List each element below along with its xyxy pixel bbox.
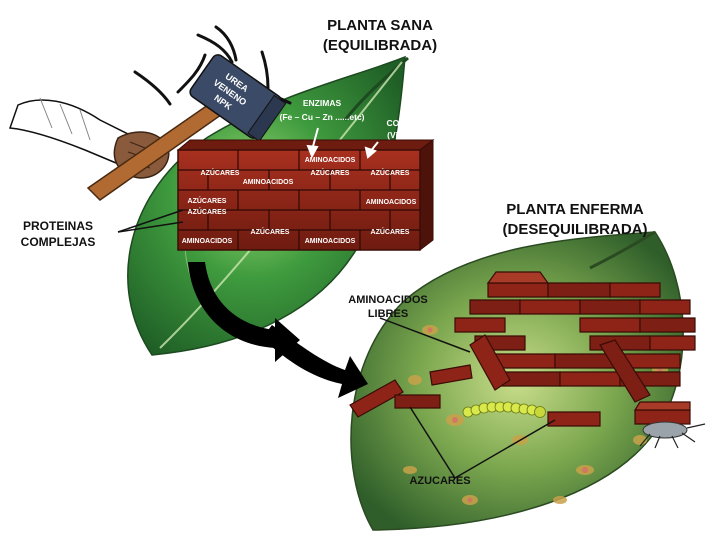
enzymes-line1: ENZIMAS: [303, 98, 342, 108]
free-amino-line1: AMINOACIDOS: [348, 294, 427, 306]
brick-label: AMINOACIDOS: [305, 238, 356, 245]
brick-label: AMINOACIDOS: [243, 179, 294, 186]
brick-label: AZÚCARES: [371, 227, 410, 236]
coenzymes-line1: COENZIMAS: [387, 118, 438, 128]
sick-title-line1: PLANTA ENFERMA: [506, 201, 644, 218]
protein-brick-wall: AMINOACIDOS AZÚCARES AZÚCARES AZÚCARES A…: [178, 140, 433, 250]
title-line2: (EQUILIBRADA): [323, 37, 437, 54]
brick-label: AMINOACIDOS: [305, 157, 356, 164]
sugars-label: AZUCARES: [409, 475, 470, 487]
enzymes-line2: (Fe – Cu – Zn ......etc): [279, 112, 364, 122]
brick-label: AZÚCARES: [371, 168, 410, 177]
brick-label: AZÚCARES: [188, 196, 227, 205]
proteins-line2: COMPLEJAS: [21, 235, 96, 249]
healthy-title: PLANTA SANA (EQUILIBRADA): [323, 17, 437, 54]
insect-icon: [640, 422, 705, 448]
brick-label: AZÚCARES: [311, 168, 350, 177]
sick-title: PLANTA ENFERMA (DESEQUILIBRADA): [503, 201, 648, 238]
brick-label: AZÚCARES: [251, 227, 290, 236]
free-amino-line2: LIBRES: [368, 308, 408, 320]
brick-label: AMINOACIDOS: [182, 238, 233, 245]
brick-label: AMINOACIDOS: [366, 199, 417, 206]
coenzymes-line2: (Vitaminas): [387, 130, 433, 140]
brick-label: AZÚCARES: [201, 168, 240, 177]
proteins-label: PROTEINAS COMPLEJAS: [21, 219, 96, 249]
brick-label: AZÚCARES: [188, 207, 227, 216]
sick-title-line2: (DESEQUILIBRADA): [503, 221, 648, 238]
title-line1: PLANTA SANA: [327, 17, 433, 34]
proteins-line1: PROTEINAS: [23, 219, 93, 233]
